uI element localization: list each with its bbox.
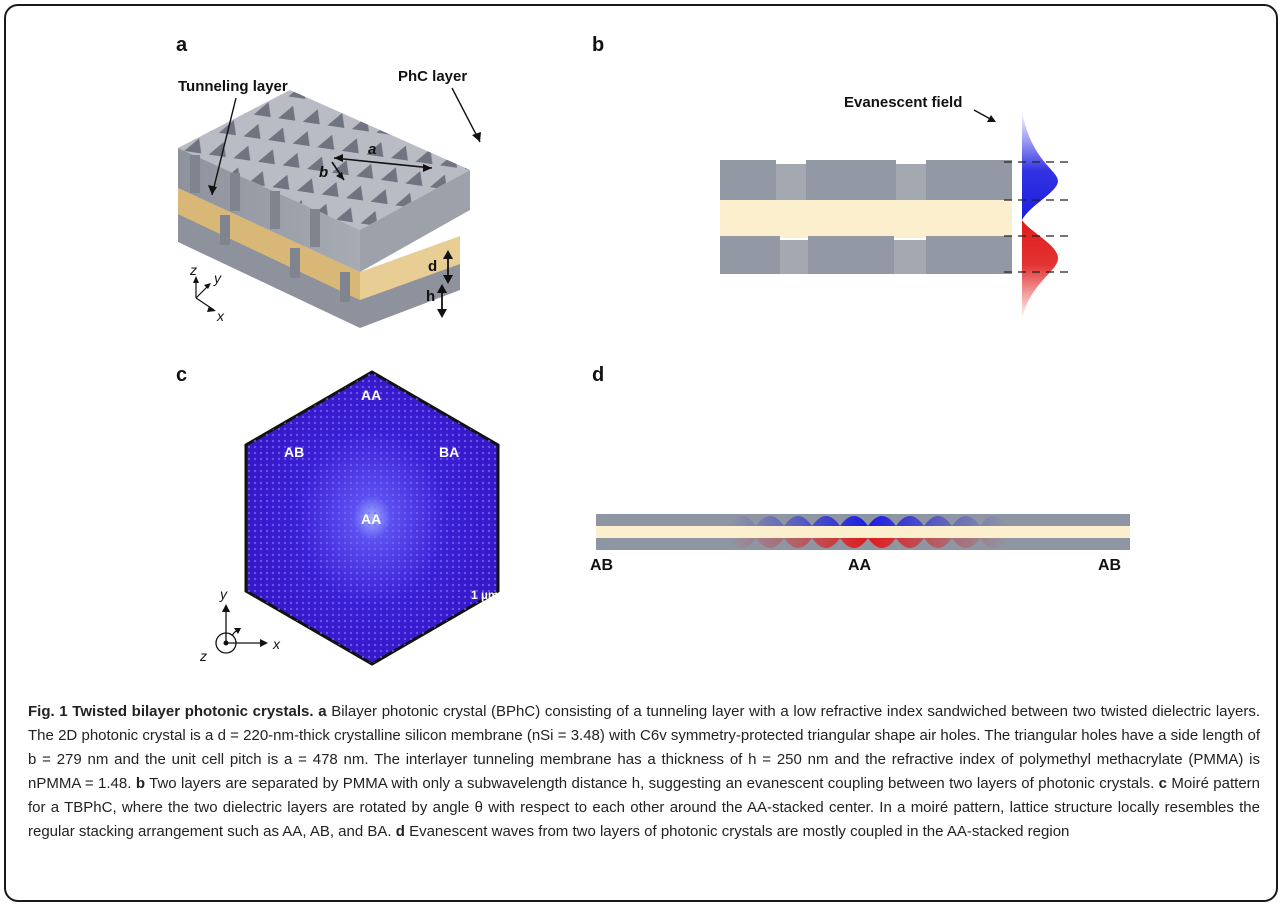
panel-c-axis-y: y (220, 586, 227, 602)
tunneling-layer-label: Tunneling layer (178, 78, 288, 95)
moire-aa-center-label: AA (361, 511, 382, 527)
panel-c-axis-x: x (273, 636, 280, 652)
caption-c-label: c (1158, 775, 1168, 792)
bilayer-3d-illustration (178, 90, 470, 328)
dim-b-label: b (319, 164, 329, 181)
panel-a-axis-y: y (214, 270, 221, 286)
panel-c-label: c (176, 364, 188, 386)
strip-ab-left-label: AB (590, 557, 614, 574)
panel-a-axis-z: z (190, 262, 197, 278)
caption-c-text: Moiré pattern for a TBPhC, where the two… (28, 775, 1260, 840)
caption-d-text: Evanescent waves from two layers of phot… (409, 823, 1070, 840)
moire-ba-label: BA (439, 444, 460, 460)
dim-a-label: a (368, 141, 377, 158)
moire-aa-top-label: AA (361, 387, 382, 403)
caption-a-text: Bilayer photonic crystal (BPhC) consisti… (28, 703, 1260, 792)
panel-a-label: a (176, 34, 188, 56)
panel-d-label: d (592, 364, 605, 386)
phc-layer-label: PhC layer (398, 68, 468, 85)
caption-a-label: a (318, 703, 327, 720)
panel-b-label: b (592, 34, 605, 56)
caption-d-label: d (395, 823, 405, 840)
dim-d-label: d (428, 258, 438, 275)
caption-b-text: Two layers are separated by PMMA with on… (149, 775, 1155, 792)
moire-ab-label: AB (284, 444, 305, 460)
caption-b-label: b (135, 775, 145, 792)
scale-bar-label: 1 µm (471, 588, 499, 602)
strip-ab-right-label: AB (1098, 557, 1122, 574)
figure-caption: Fig. 1 Twisted bilayer photonic crystals… (28, 700, 1260, 844)
panel-a-axis-x: x (217, 308, 224, 324)
caption-fig-label: Fig. 1 Twisted bilayer photonic crystals… (28, 703, 314, 720)
dim-h-label: h (426, 288, 436, 305)
strip-aa-label: AA (848, 557, 872, 574)
evanescent-field-label: Evanescent field (844, 94, 963, 111)
panel-c-axis-z: z (200, 648, 207, 664)
